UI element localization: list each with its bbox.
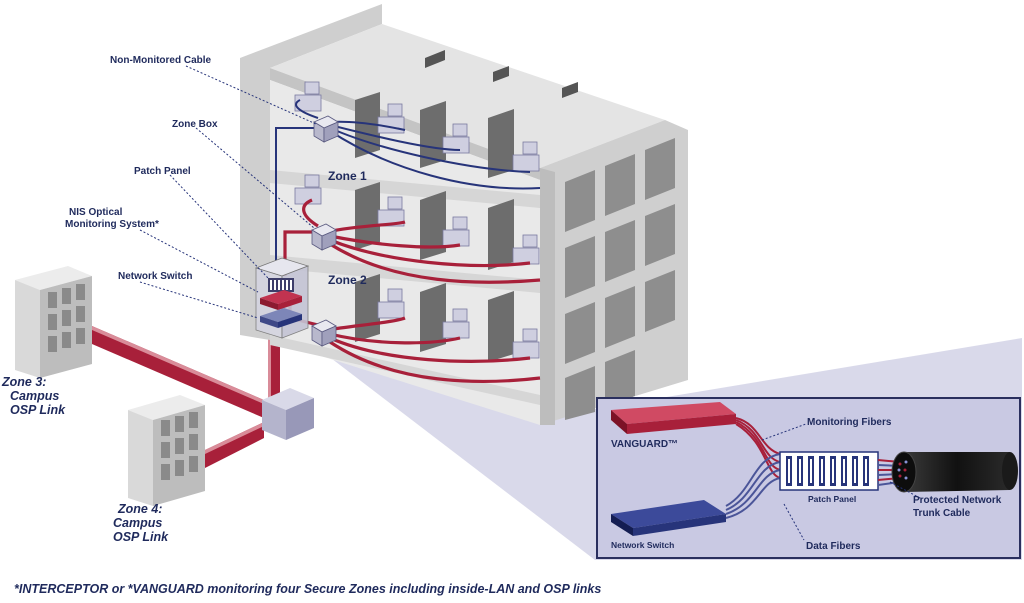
label-zone2: Zone 2 xyxy=(328,273,367,287)
label-network-switch: Network Switch xyxy=(118,271,192,282)
label-nis-line2: Monitoring System* xyxy=(65,219,159,230)
footer-caption: *INTERCEPTOR or *VANGUARD monitoring fou… xyxy=(14,582,602,596)
nis-monitor-unit xyxy=(260,290,302,304)
inset-patch-panel xyxy=(779,451,879,491)
trunk-cable xyxy=(891,451,1018,493)
label-zone3-line1: Zone 3: xyxy=(1,375,46,389)
zone1-cables xyxy=(275,99,541,265)
inset-label-vanguard: VANGUARD™ xyxy=(611,439,678,450)
inset-switch-unit xyxy=(611,500,726,536)
zone-boxes xyxy=(311,115,339,347)
label-zone3-line2: Campus xyxy=(10,389,59,403)
campus-building-zone4 xyxy=(128,395,205,506)
network-switch-unit xyxy=(260,308,302,322)
label-non-monitored-cable: Non-Monitored Cable xyxy=(110,55,212,66)
inset-panel: VANGUARD™ Monitoring Fibers Patch Panel … xyxy=(596,397,1021,559)
inset-label-network-switch: Network Switch xyxy=(611,540,674,550)
label-patch-panel: Patch Panel xyxy=(134,166,191,177)
label-zone4-line2: Campus xyxy=(113,516,162,530)
label-zone3-line3: OSP Link xyxy=(10,403,66,417)
leader-lines xyxy=(139,65,317,319)
label-zone-box: Zone Box xyxy=(172,119,218,130)
inset-label-protected-line1: Protected Network xyxy=(913,495,1002,506)
monitoring-fibers xyxy=(735,417,781,479)
inset-label-protected-line2: Trunk Cable xyxy=(913,508,971,519)
osp-links xyxy=(92,326,280,468)
junction-box xyxy=(262,388,314,440)
zone2-cables xyxy=(283,198,541,384)
inset-label-data-fibers: Data Fibers xyxy=(806,541,861,552)
label-zone1: Zone 1 xyxy=(328,169,367,183)
label-nis-line1: NIS Optical xyxy=(69,207,123,218)
data-fibers xyxy=(725,453,781,519)
equipment-rack xyxy=(254,257,310,339)
label-zone4-line1: Zone 4: xyxy=(117,502,162,516)
campus-building-zone3 xyxy=(15,266,92,378)
label-zone4-line3: OSP Link xyxy=(113,530,169,544)
inset-label-monitoring-fibers: Monitoring Fibers xyxy=(807,417,892,428)
inset-label-patch-panel: Patch Panel xyxy=(808,494,856,504)
vanguard-unit xyxy=(611,402,736,434)
